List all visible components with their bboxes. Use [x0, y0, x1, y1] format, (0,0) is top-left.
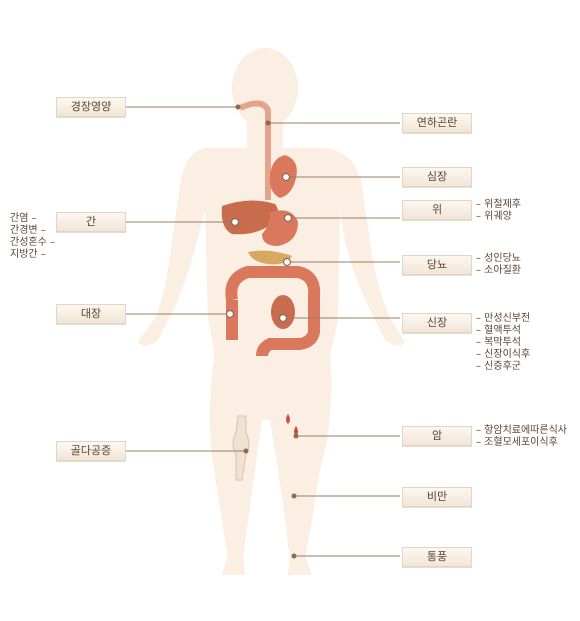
kidney-button[interactable]: 신장	[402, 313, 472, 333]
cancer-drops	[286, 414, 298, 436]
note-item: 지방간 –	[10, 249, 46, 260]
note-item: – 성인당뇨	[476, 253, 521, 264]
knee-bones	[232, 415, 250, 481]
note-item: 간성혼수 –	[10, 237, 55, 248]
gout-button[interactable]: 통풍	[402, 547, 472, 567]
connector-rings	[225, 172, 293, 323]
kidney-organ	[271, 295, 295, 329]
colon-organ	[225, 266, 321, 357]
cancer-button[interactable]: 암	[402, 426, 472, 446]
kidney-notes: – 만성신부전 – 혈액투석 – 복막투석 – 신장이식후 – 신증후군	[476, 313, 530, 373]
stomach-button[interactable]: 위	[402, 200, 472, 220]
note-item: – 소아질환	[476, 265, 521, 276]
note-item: – 혈액투석	[476, 325, 521, 336]
note-item: 간염 –	[10, 213, 37, 224]
note-item: 간경변 –	[10, 225, 46, 236]
note-item: – 위절제후	[476, 199, 521, 210]
liver-button[interactable]: 간	[56, 212, 126, 232]
note-item: – 신장이식후	[476, 349, 531, 360]
note-item: – 복막투석	[476, 337, 521, 348]
pancreas-organ	[248, 250, 292, 265]
colon-button[interactable]: 대장	[56, 304, 126, 324]
note-item: – 항암치료에따른식사	[476, 425, 567, 436]
connector-lines	[126, 106, 400, 557]
obesity-button[interactable]: 비만	[402, 487, 472, 507]
dysphagia-button[interactable]: 연하곤란	[402, 113, 472, 133]
heart-button[interactable]: 심장	[402, 167, 472, 187]
note-item: – 조혈모세포이식후	[476, 437, 558, 448]
diabetes-button[interactable]: 당뇨	[402, 255, 472, 275]
note-item: – 만성신부전	[476, 313, 531, 324]
osteoporosis-button[interactable]: 골다공증	[56, 441, 126, 461]
liver-notes: 간염 – 간경변 – 간성혼수 – 지방간 –	[10, 213, 55, 261]
stomach-notes: – 위절제후 – 위궤양	[476, 199, 521, 223]
note-item: – 신증후군	[476, 361, 521, 372]
esophagus	[238, 100, 271, 200]
diabetes-notes: – 성인당뇨 – 소아질환	[476, 253, 521, 277]
note-item: – 위궤양	[476, 211, 512, 222]
cancer-notes: – 항암치료에따른식사 – 조혈모세포이식후	[476, 425, 567, 449]
enteral-nutrition-button[interactable]: 경장영양	[56, 97, 126, 117]
